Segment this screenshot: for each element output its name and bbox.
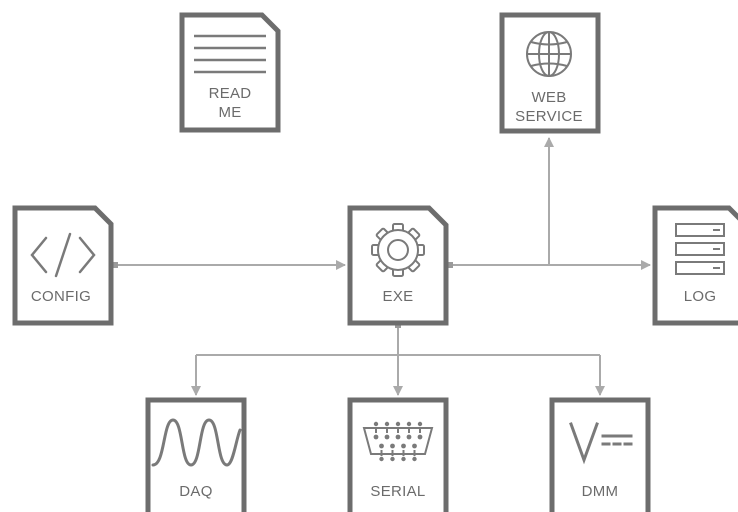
server-stack-icon bbox=[675, 223, 725, 275]
dmm-label: DMM bbox=[582, 483, 619, 500]
serial-node: SERIAL bbox=[347, 397, 449, 512]
dmm-node: DMM bbox=[549, 397, 651, 512]
voltage-dc-icon bbox=[569, 422, 633, 465]
readme-label-line2: ME bbox=[218, 104, 241, 121]
webservice-label-line1: WEB bbox=[531, 89, 566, 106]
db9-connector-icon bbox=[362, 421, 434, 462]
connector-stub bbox=[448, 262, 453, 268]
waveform-icon bbox=[151, 418, 242, 467]
connector-stub bbox=[113, 262, 118, 268]
exe-node: EXE bbox=[347, 205, 449, 326]
daq-node: DAQ bbox=[145, 397, 247, 512]
log-node: LOG bbox=[652, 205, 738, 326]
webservice-node: WEB SERVICE bbox=[499, 12, 601, 134]
webservice-label-line2: SERVICE bbox=[515, 108, 583, 125]
serial-label: SERIAL bbox=[370, 483, 425, 500]
serial-frame bbox=[347, 397, 449, 512]
readme-label-line1: READ bbox=[209, 85, 252, 102]
gear-icon bbox=[371, 223, 425, 277]
readme-node: READ ME bbox=[179, 12, 281, 133]
config-document-frame bbox=[12, 205, 114, 326]
exe-label: EXE bbox=[383, 288, 414, 305]
config-label: CONFIG bbox=[31, 288, 91, 305]
connectors bbox=[113, 137, 651, 396]
code-brackets-icon bbox=[30, 232, 96, 278]
text-lines-icon bbox=[194, 34, 266, 74]
globe-icon bbox=[526, 31, 572, 77]
dmm-frame bbox=[549, 397, 651, 512]
daq-label: DAQ bbox=[179, 483, 212, 500]
log-label: LOG bbox=[684, 288, 717, 305]
config-node: CONFIG bbox=[12, 205, 114, 326]
log-document-frame bbox=[652, 205, 738, 326]
daq-frame bbox=[145, 397, 247, 512]
